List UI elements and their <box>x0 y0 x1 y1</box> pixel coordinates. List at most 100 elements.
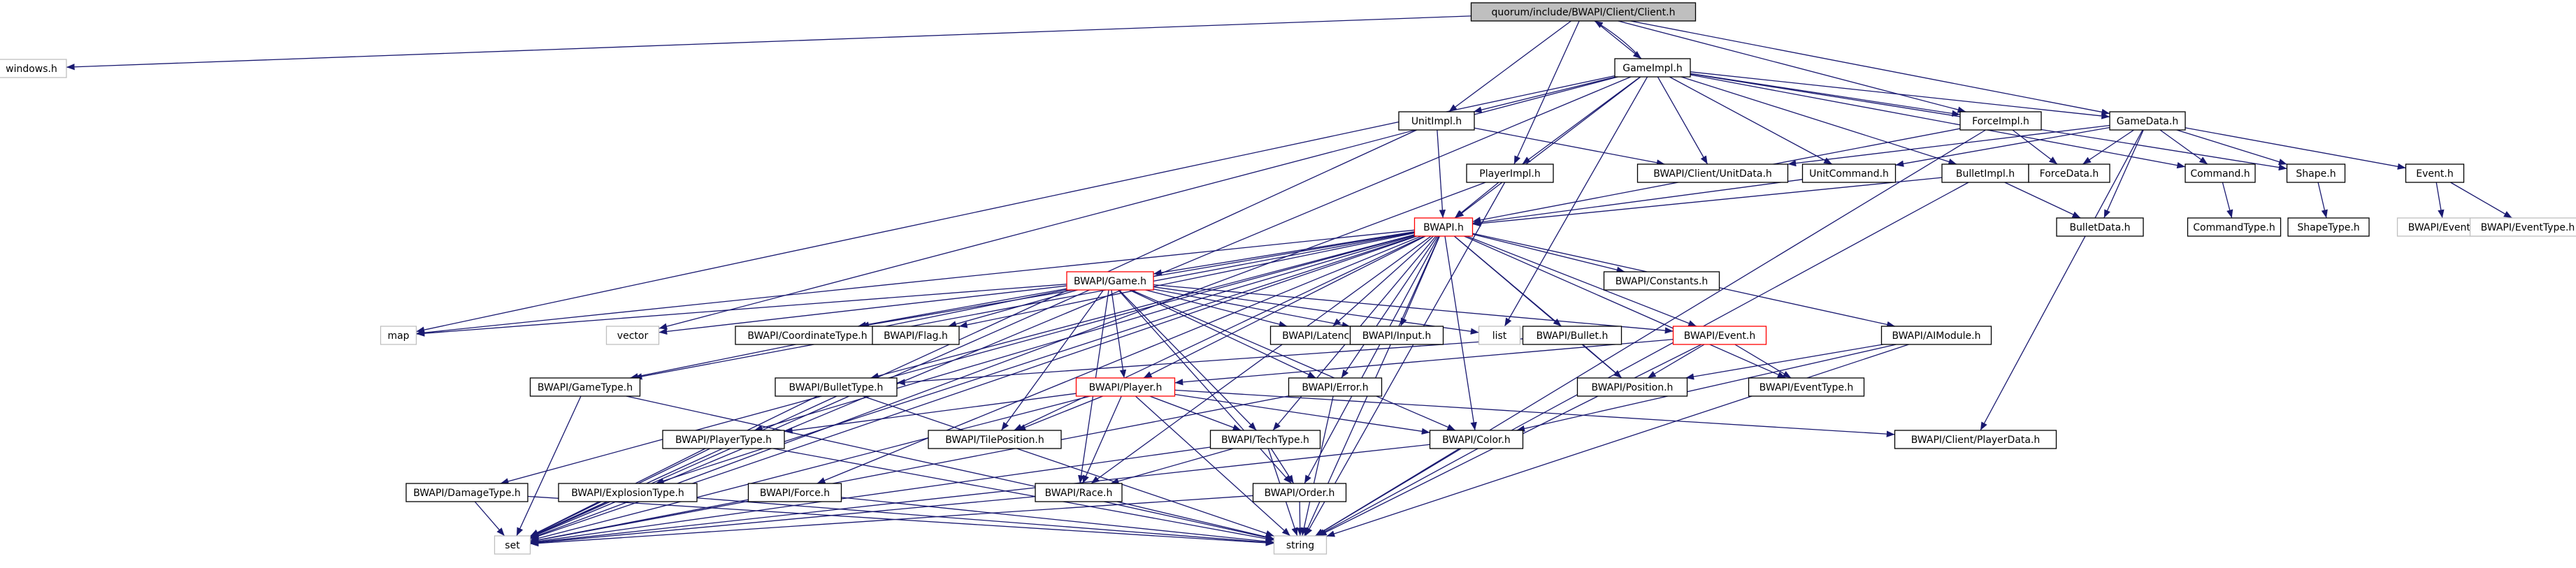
node-string[interactable]: string <box>1273 535 1327 555</box>
node-box-gamedata <box>2109 111 2186 131</box>
node-windows[interactable]: windows.h <box>0 59 67 78</box>
node-playerimpl[interactable]: PlayerImpl.h <box>1466 163 1554 183</box>
node-label-event: BWAPI/Event.h <box>1684 330 1755 342</box>
node-label-windows: windows.h <box>6 64 57 75</box>
node-box-game <box>1066 271 1154 291</box>
node-error[interactable]: BWAPI/Error.h <box>1288 377 1383 397</box>
edge-gameimpl-to-vector <box>659 76 1618 330</box>
node-damagetype[interactable]: BWAPI/DamageType.h <box>405 483 528 502</box>
node-bullet[interactable]: BWAPI/Bullet.h <box>1522 326 1622 345</box>
node-order[interactable]: BWAPI/Order.h <box>1252 483 1347 502</box>
edge-bwapih-to-bullettype <box>870 234 1415 379</box>
edge-forceimpl-to-string <box>1315 129 1986 537</box>
node-eventtype[interactable]: BWAPI/EventType.h <box>1748 377 1865 397</box>
edge-techtype-to-order <box>1270 448 1295 484</box>
node-bulletdata[interactable]: BulletData.h <box>2056 217 2144 237</box>
node-game[interactable]: BWAPI/Game.h <box>1066 271 1154 291</box>
node-box-unitdata <box>1636 163 1789 183</box>
node-label-unitimpl: UnitImpl.h <box>1411 116 1462 127</box>
node-box-order <box>1252 483 1347 502</box>
node-event[interactable]: BWAPI/Event.h <box>1672 326 1767 345</box>
node-box-playerdata <box>1894 430 2057 449</box>
edge-client-to-forceimpl <box>1618 20 1966 113</box>
node-aimodule[interactable]: BWAPI/AIModule.h <box>1880 326 1992 345</box>
node-explosiontype[interactable]: BWAPI/ExplosionType.h <box>558 483 698 502</box>
node-label-commandh: Command.h <box>2190 168 2250 180</box>
edge-force-to-string <box>841 497 1274 545</box>
node-unitcommand[interactable]: UnitCommand.h <box>1801 163 1897 183</box>
node-label-bwapievent_ext: BWAPI/Event.h <box>2408 222 2480 233</box>
node-commandh[interactable]: Command.h <box>2185 163 2256 183</box>
node-box-gametype <box>529 377 641 397</box>
node-box-race <box>1035 483 1123 502</box>
node-set[interactable]: set <box>494 535 531 555</box>
node-map[interactable]: map <box>380 326 417 345</box>
edge-client-to-playerimpl <box>1513 20 1580 165</box>
node-bwapih[interactable]: BWAPI.h <box>1413 217 1474 237</box>
node-forceimpl[interactable]: ForceImpl.h <box>1959 111 2042 131</box>
node-unitimpl[interactable]: UnitImpl.h <box>1398 111 1475 131</box>
node-label-bullet: BWAPI/Bullet.h <box>1537 330 1609 342</box>
node-playerdata[interactable]: BWAPI/Client/PlayerData.h <box>1894 430 2057 449</box>
node-flag[interactable]: BWAPI/Flag.h <box>872 326 960 345</box>
edge-client-to-gamedata <box>1630 20 2110 115</box>
node-input[interactable]: BWAPI/Input.h <box>1349 326 1444 345</box>
node-list[interactable]: list <box>1478 326 1521 345</box>
node-gameimpl[interactable]: GameImpl.h <box>1614 58 1691 78</box>
node-shapetype[interactable]: ShapeType.h <box>2287 217 2370 237</box>
node-box-event <box>1672 326 1767 345</box>
node-gamedata[interactable]: GameData.h <box>2109 111 2186 131</box>
node-position[interactable]: BWAPI/Position.h <box>1576 377 1688 397</box>
node-bwapievent_ext[interactable]: BWAPI/Event.h <box>2396 217 2491 237</box>
node-box-color <box>1429 430 1524 449</box>
node-unitdata[interactable]: BWAPI/Client/UnitData.h <box>1636 163 1789 183</box>
node-label-commandtype: CommandType.h <box>2193 222 2275 233</box>
node-bullettype[interactable]: BWAPI/BulletType.h <box>775 377 898 397</box>
edge-game-to-order <box>1118 289 1292 484</box>
edge-game-to-tileposition <box>1000 289 1104 431</box>
node-client[interactable]: quorum/include/BWAPI/Client/Client.h <box>1470 2 1697 22</box>
node-color[interactable]: BWAPI/Color.h <box>1429 430 1524 449</box>
edge-game-to-color <box>1130 289 1456 431</box>
node-gametype[interactable]: BWAPI/GameType.h <box>529 377 641 397</box>
edge-bwapih-to-playertype <box>754 235 1415 432</box>
edge-bullettype-to-string <box>862 395 1274 537</box>
node-commandtype[interactable]: CommandType.h <box>2187 217 2282 237</box>
edge-commandh-to-commandtype <box>2222 182 2233 219</box>
node-playertype[interactable]: BWAPI/PlayerType.h <box>662 430 785 449</box>
node-race[interactable]: BWAPI/Race.h <box>1035 483 1123 502</box>
edge-unitcommand-to-bwapih <box>1472 179 1803 226</box>
node-force[interactable]: BWAPI/Force.h <box>747 483 842 502</box>
node-box-tileposition <box>928 430 1062 449</box>
node-coordtype[interactable]: BWAPI/CoordinateType.h <box>735 326 880 345</box>
node-label-latency: BWAPI/Latency.h <box>1282 330 1363 342</box>
node-label-coordtype: BWAPI/CoordinateType.h <box>747 330 867 342</box>
edge-game-to-map <box>416 284 1067 337</box>
node-label-game: BWAPI/Game.h <box>1074 276 1146 287</box>
edge-error-to-string <box>1300 395 1334 537</box>
node-label-techtype: BWAPI/TechType.h <box>1221 435 1309 446</box>
node-player[interactable]: BWAPI/Player.h <box>1075 377 1176 397</box>
edge-error-to-set <box>530 395 1289 544</box>
node-label-force: BWAPI/Force.h <box>760 488 830 499</box>
edge-bwapih-to-force <box>816 235 1422 484</box>
node-tileposition[interactable]: BWAPI/TilePosition.h <box>928 430 1062 449</box>
node-eventh[interactable]: Event.h <box>2405 163 2465 183</box>
edge-bwapih-to-map <box>416 229 1415 336</box>
node-bwapieventtype_ext[interactable]: BWAPI/EventType.h <box>2469 217 2576 237</box>
node-box-bullettype <box>775 377 898 397</box>
node-vector[interactable]: vector <box>605 326 660 345</box>
edge-explosiontype-to-string <box>696 497 1274 546</box>
node-label-bulletdata: BulletData.h <box>2069 222 2130 233</box>
file-nodes: quorum/include/BWAPI/Client/Client.h wind… <box>0 2 2576 555</box>
node-box-bullet <box>1522 326 1622 345</box>
node-box-commandh <box>2185 163 2256 183</box>
dependency-edges <box>66 15 2512 547</box>
node-bulletimpl[interactable]: BulletImpl.h <box>1941 163 2029 183</box>
node-techtype[interactable]: BWAPI/TechType.h <box>1209 430 1321 449</box>
node-forcedata[interactable]: ForceData.h <box>2028 163 2110 183</box>
edge-bullettype-to-set <box>530 395 818 537</box>
node-box-windows <box>0 59 67 78</box>
node-shapeh[interactable]: Shape.h <box>2286 163 2346 183</box>
node-constants[interactable]: BWAPI/Constants.h <box>1603 271 1720 291</box>
